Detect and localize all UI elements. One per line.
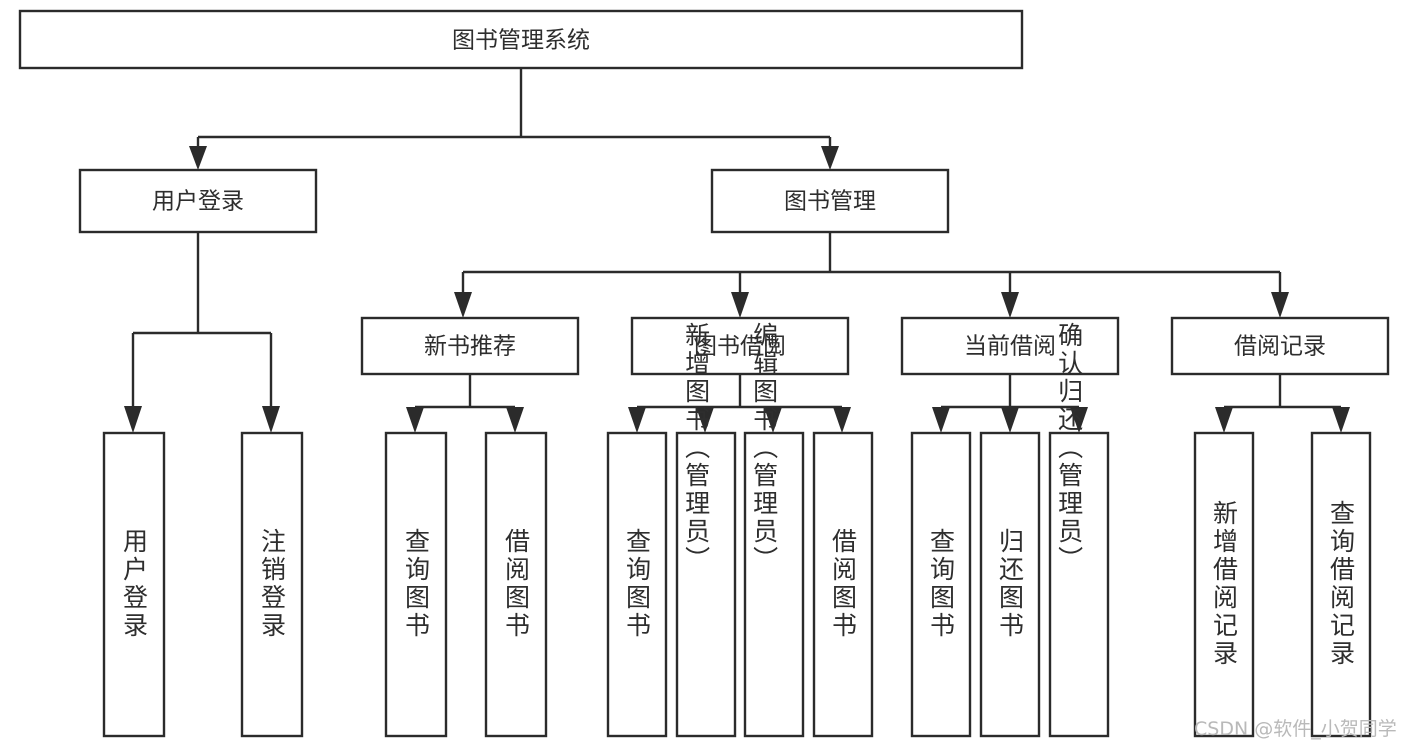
node-leaf-add-book-label: 新增图书（管理员） — [682, 322, 711, 574]
node-leaf-query-book-1[interactable]: 查询图书 — [384, 431, 448, 738]
node-leaf-edit-book-box[interactable] — [743, 431, 805, 738]
arrow-head-current-borrow — [1001, 292, 1019, 318]
arrow-head-leaf-query-record — [1332, 407, 1350, 433]
arrow-head-borrow-record — [1271, 292, 1289, 318]
node-book-manage[interactable]: 图书管理 — [710, 168, 950, 234]
node-leaf-query-record-label: 查询借阅记录 — [1327, 500, 1356, 668]
node-leaf-return-book-label: 归还图书 — [996, 528, 1025, 640]
arrow-head-leaf-confirm-return — [1070, 407, 1088, 433]
node-leaf-confirm-return-box[interactable] — [1048, 431, 1110, 738]
node-leaf-user-logout-box[interactable] — [240, 431, 304, 738]
node-root-box[interactable] — [18, 9, 1024, 70]
node-user-login[interactable]: 用户登录 — [78, 168, 318, 234]
node-leaf-query-book-1-label: 查询图书 — [402, 528, 431, 640]
node-leaf-query-book-3[interactable]: 查询图书 — [910, 431, 972, 738]
node-leaf-query-book-3-box[interactable] — [910, 431, 972, 738]
node-book-borrow-box[interactable] — [630, 316, 850, 376]
arrow-head-leaf-borrow-book-1 — [506, 407, 524, 433]
arrow-head-book-manage — [821, 146, 839, 170]
node-leaf-return-book[interactable]: 归还图书 — [979, 431, 1041, 738]
arrow-head-leaf-query-book-1 — [406, 407, 424, 433]
node-leaf-query-book-2[interactable]: 查询图书 — [606, 431, 668, 738]
node-leaf-user-logout[interactable]: 注销登录 — [240, 431, 304, 738]
node-leaf-add-book[interactable]: 新增图书（管理员） — [675, 322, 737, 738]
node-user-login-label: 用户登录 — [152, 189, 244, 215]
arrow-head-leaf-add-book — [696, 407, 714, 433]
node-borrow-record-label: 借阅记录 — [1234, 334, 1326, 360]
arrow-head-new-book-rec — [454, 292, 472, 318]
node-current-borrow[interactable]: 当前借阅 — [900, 316, 1120, 376]
node-leaf-query-record-box[interactable] — [1310, 431, 1372, 738]
node-borrow-record-box[interactable] — [1170, 316, 1390, 376]
node-leaf-borrow-book-2-label: 借阅图书 — [829, 528, 858, 640]
arrow-head-leaf-borrow-book-2 — [833, 407, 851, 433]
arrow-head-leaf-edit-book — [764, 407, 782, 433]
node-leaf-borrow-book-2-box[interactable] — [812, 431, 874, 738]
node-leaf-query-book-2-label: 查询图书 — [623, 528, 652, 640]
node-new-book-rec[interactable]: 新书推荐 — [360, 316, 580, 376]
node-leaf-add-record-label: 新增借阅记录 — [1210, 500, 1239, 668]
arrow-head-leaf-query-book-3 — [932, 407, 950, 433]
node-root-label: 图书管理系统 — [452, 28, 590, 54]
arrow-head-leaf-add-record — [1215, 407, 1233, 433]
node-leaf-user-logout-label: 注销登录 — [258, 528, 287, 640]
node-current-borrow-label: 当前借阅 — [964, 334, 1056, 360]
node-leaf-confirm-return[interactable]: 确认归还（管理员） — [1048, 322, 1110, 738]
node-leaf-user-login-label: 用户登录 — [120, 528, 149, 640]
node-book-manage-box[interactable] — [710, 168, 950, 234]
node-book-borrow-label: 图书借阅 — [694, 334, 786, 360]
node-leaf-add-record[interactable]: 新增借阅记录 — [1193, 431, 1255, 738]
node-borrow-record[interactable]: 借阅记录 — [1170, 316, 1390, 376]
node-leaf-query-book-3-label: 查询图书 — [927, 528, 956, 640]
node-leaf-query-record[interactable]: 查询借阅记录 — [1310, 431, 1372, 738]
node-leaf-borrow-book-1[interactable]: 借阅图书 — [484, 431, 548, 738]
node-leaf-confirm-return-label: 确认归还（管理员） — [1055, 322, 1084, 574]
arrow-head-leaf-user-login — [124, 406, 142, 433]
csdn-watermark: CSDN @软件_小贺同学 — [1194, 718, 1397, 740]
node-leaf-add-book-box[interactable] — [675, 431, 737, 738]
node-leaf-user-login[interactable]: 用户登录 — [102, 431, 166, 738]
node-leaf-query-book-2-box[interactable] — [606, 431, 668, 738]
node-book-manage-label: 图书管理 — [784, 189, 876, 215]
arrow-head-book-borrow — [731, 292, 749, 318]
arrow-head-leaf-user-logout — [262, 406, 280, 433]
node-current-borrow-box[interactable] — [900, 316, 1120, 376]
node-leaf-user-login-box[interactable] — [102, 431, 166, 738]
node-leaf-add-record-box[interactable] — [1193, 431, 1255, 738]
node-leaf-borrow-book-1-label: 借阅图书 — [502, 528, 531, 640]
node-new-book-rec-label: 新书推荐 — [424, 334, 516, 360]
connector-layer — [124, 68, 1350, 433]
node-book-borrow[interactable]: 图书借阅 — [630, 316, 850, 376]
node-root[interactable]: 图书管理系统 — [18, 9, 1024, 70]
node-leaf-edit-book[interactable]: 编辑图书（管理员） — [743, 322, 805, 738]
node-leaf-return-book-box[interactable] — [979, 431, 1041, 738]
node-leaf-borrow-book-1-box[interactable] — [484, 431, 548, 738]
arrow-head-leaf-return-book — [1001, 407, 1019, 433]
node-user-login-box[interactable] — [78, 168, 318, 234]
node-leaf-edit-book-label: 编辑图书（管理员） — [750, 322, 779, 574]
node-new-book-rec-box[interactable] — [360, 316, 580, 376]
node-leaf-borrow-book-2[interactable]: 借阅图书 — [812, 431, 874, 738]
node-leaf-query-book-1-box[interactable] — [384, 431, 448, 738]
arrow-head-leaf-query-book-2 — [628, 407, 646, 433]
arrow-head-user-login — [189, 146, 207, 170]
